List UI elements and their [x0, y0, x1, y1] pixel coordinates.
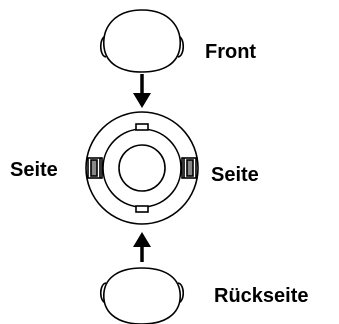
arrow-up-icon: [133, 232, 151, 262]
arrow-down-icon: [133, 74, 151, 108]
label-side-right: Seite: [211, 164, 259, 186]
device-outer-ring: [85, 111, 199, 225]
head-outline: [103, 9, 181, 73]
head-outline: [103, 267, 181, 324]
device-middle-ring: [102, 128, 182, 208]
label-front: Front: [205, 41, 256, 63]
bottom-tab: [135, 205, 149, 213]
device-inner-ring: [118, 144, 166, 192]
label-back: Rückseite: [214, 285, 309, 307]
left-connector-core: [90, 159, 98, 177]
right-connector-core: [186, 159, 194, 177]
round-device-top-view-icon: [85, 111, 199, 225]
head-top-view-icon: [99, 9, 185, 73]
head-bottom-view-icon: [99, 267, 185, 324]
label-side-left: Seite: [10, 159, 58, 181]
top-tab: [135, 123, 149, 131]
